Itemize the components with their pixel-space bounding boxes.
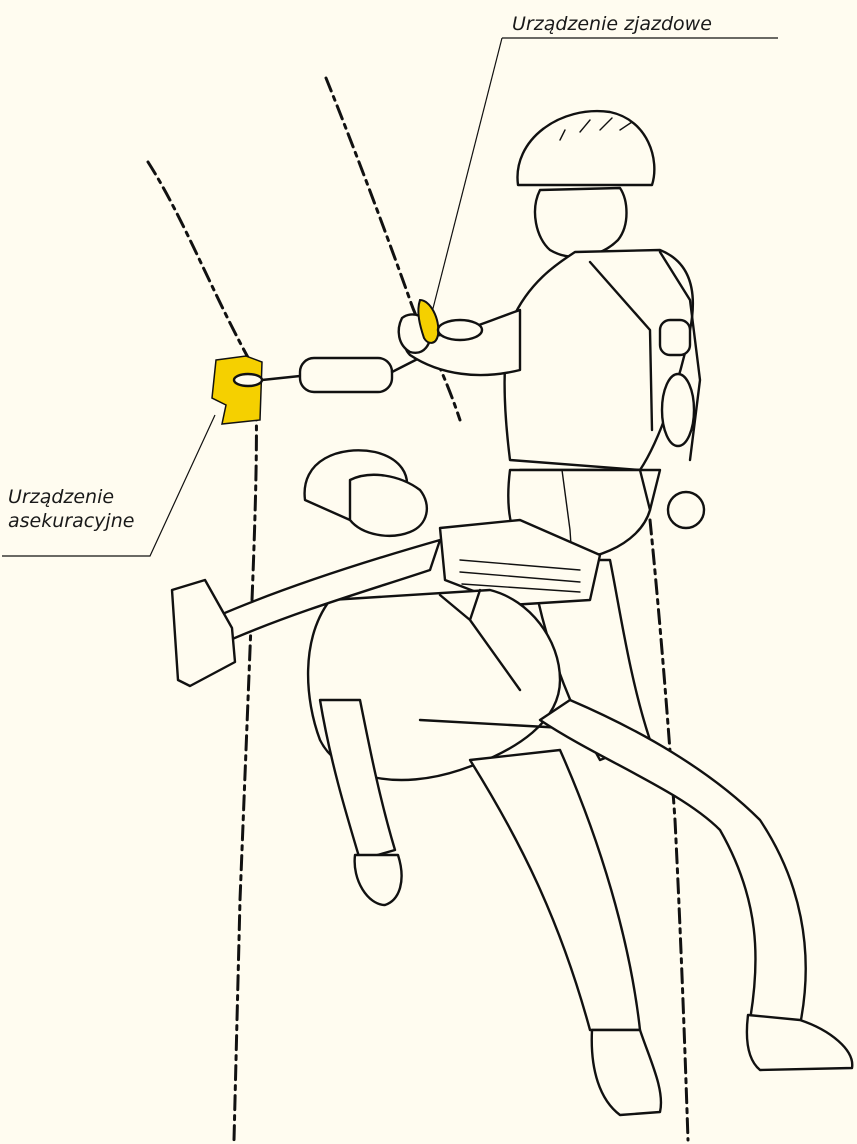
lanyard — [262, 376, 300, 380]
upper-gear-pouch — [660, 320, 690, 355]
leader-descender-pointer — [428, 38, 502, 328]
belay-label-line1: Urządzenie — [8, 485, 134, 509]
upper-head — [535, 188, 626, 257]
lower-boot-left — [592, 1030, 661, 1115]
rope-to-bottom — [650, 520, 688, 1140]
upper-pulley — [668, 492, 704, 528]
lower-raised-boot — [172, 580, 235, 686]
descender-carabiner — [438, 320, 482, 340]
descender-label-text: Urządzenie zjazdowe — [512, 13, 712, 35]
lanyard-carabiner — [234, 374, 262, 386]
belay-device-label: Urządzenie asekuracyjne — [8, 485, 134, 533]
upper-helmet — [517, 111, 654, 185]
lower-boot-right — [747, 1015, 852, 1070]
upper-torso — [505, 250, 693, 470]
upper-rope-bag — [662, 374, 694, 446]
lower-head — [350, 475, 427, 536]
belay-device — [212, 356, 262, 424]
energy-absorber — [300, 358, 392, 392]
lower-hand — [355, 855, 402, 905]
descender-label: Urządzenie zjazdowe — [512, 12, 712, 36]
belay-label-line2: asekuracyjne — [8, 509, 134, 533]
lower-leg-left — [470, 750, 640, 1030]
